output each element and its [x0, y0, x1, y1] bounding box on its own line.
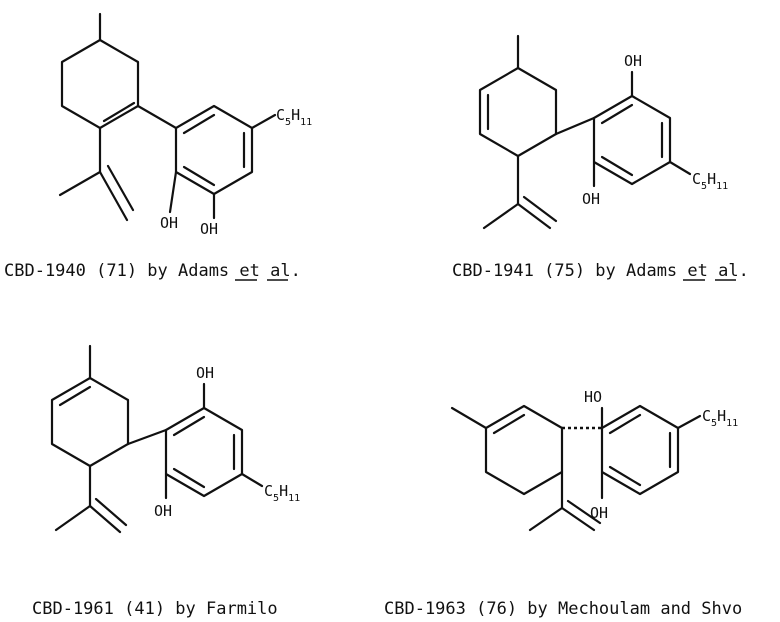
isopropenyl-group: [54, 464, 128, 534]
hydroxyl-label: HO: [584, 388, 602, 406]
methyl-bond: [450, 406, 488, 430]
cyclohexene-ring: [60, 12, 140, 130]
structure-cbd-1961: OH OH C5H11: [50, 344, 300, 534]
structure-cbd-1940: C5H11 OH OH: [58, 12, 312, 238]
benzene-ring: [600, 404, 680, 496]
cyclohexene-ring: [50, 344, 130, 468]
caption-cbd-1961: CBD-1961 (41) by Farmilo: [32, 599, 278, 619]
benzene-ring: [592, 94, 672, 186]
structure-cbd-1941: OH OH C5H11: [478, 34, 728, 230]
pentyl-label: C5H11: [264, 482, 300, 504]
isopropenyl-group: [528, 470, 602, 532]
isopropenyl-group: [482, 154, 558, 230]
biaryl-bond: [554, 116, 596, 136]
hydroxyl-label: OH: [160, 214, 178, 232]
hydroxyl-label: OH: [154, 502, 172, 520]
biaryl-bond: [126, 428, 168, 446]
caption-cbd-1963: CBD-1963 (76) by Mechoulam and Shvo: [384, 599, 742, 619]
cyclohexene-ring: [450, 404, 564, 496]
benzene-ring: [174, 104, 254, 196]
caption-cbd-1941: CBD-1941 (75) by Adams et al.: [452, 261, 749, 281]
hydroxyl-label: OH: [582, 190, 600, 208]
hydroxyl-label: OH: [196, 364, 214, 382]
pentyl-label: C5H11: [702, 407, 738, 429]
hydroxyl-label: OH: [200, 220, 218, 238]
biaryl-bond: [136, 104, 178, 130]
isopropenyl-group: [58, 126, 135, 222]
cyclohexene-ring: [478, 34, 558, 158]
hydroxyl-label: OH: [624, 52, 642, 70]
pentyl-label: C5H11: [692, 170, 728, 192]
benzene-ring: [164, 406, 244, 498]
caption-cbd-1940: CBD-1940 (71) by Adams et al.: [4, 261, 301, 281]
pentyl-label: C5H11: [276, 106, 312, 128]
structure-cbd-1963: HO OH C5H11: [450, 388, 738, 532]
hydroxyl-label: OH: [590, 504, 608, 522]
